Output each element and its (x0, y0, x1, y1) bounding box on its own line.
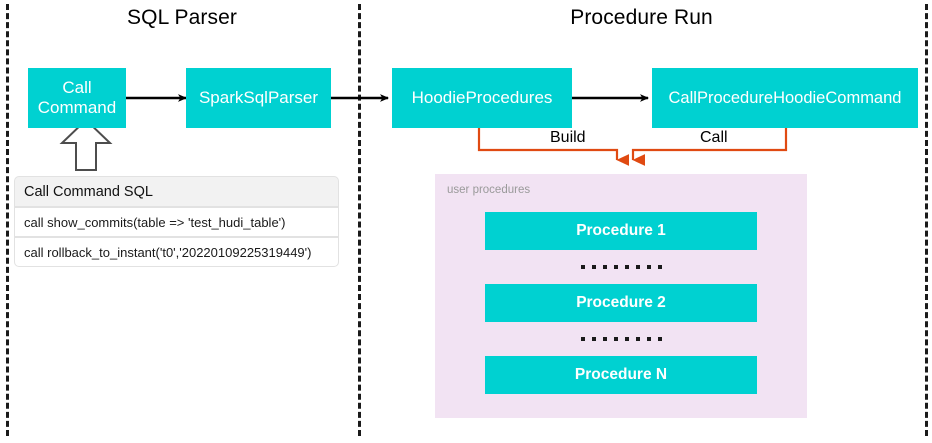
procedure-ellipsis (581, 337, 662, 341)
node-call-command-line1: Call (62, 78, 92, 98)
call-command-sql-panel: Call Command SQL call show_commits(table… (14, 176, 339, 267)
procedure-ellipsis (581, 265, 662, 269)
divider-left (6, 4, 9, 436)
node-call-procedure-hoodie-command[interactable]: CallProcedureHoodieCommand (652, 68, 918, 128)
divider-right (925, 4, 928, 436)
user-procedures-panel: user procedures Procedure 1 Procedure 2 … (435, 174, 807, 418)
node-spark-sql-parser[interactable]: SparkSqlParser (186, 68, 331, 128)
node-call-command-line2: Command (37, 98, 117, 117)
section-title-procedure-run: Procedure Run (570, 6, 713, 29)
procedure-box[interactable]: Procedure N (485, 356, 757, 394)
sql-statement-row: call show_commits(table => 'test_hudi_ta… (14, 207, 339, 237)
section-title-sql-parser: SQL Parser (127, 6, 237, 29)
connector-label-call: Call (696, 129, 732, 147)
procedure-box[interactable]: Procedure 2 (485, 284, 757, 322)
connector-label-build: Build (546, 129, 590, 147)
node-hoodie-procedures[interactable]: HoodieProcedures (392, 68, 572, 128)
node-call-command[interactable]: Call Command (28, 68, 126, 128)
procedure-box[interactable]: Procedure 1 (485, 212, 757, 250)
divider-middle (358, 4, 361, 436)
sql-panel-header: Call Command SQL (14, 176, 339, 207)
user-procedures-label: user procedures (447, 184, 531, 196)
sql-statement-row: call rollback_to_instant('t0','202201092… (14, 237, 339, 267)
